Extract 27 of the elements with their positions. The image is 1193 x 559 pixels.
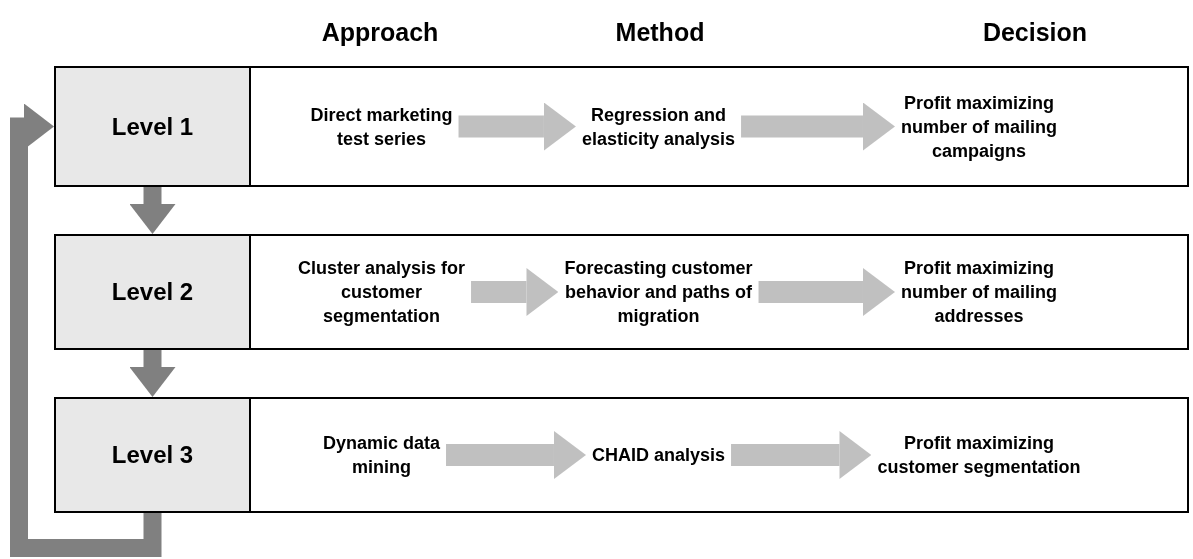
arrow <box>10 103 162 557</box>
step-text: Cluster analysis for customer segmentation <box>256 256 502 328</box>
step-text: Profit maximizing number of mailing campaigns <box>874 90 1182 163</box>
row-box <box>249 397 1189 513</box>
arrow <box>129 350 176 397</box>
arrow <box>458 102 576 151</box>
step-text: Profit maximizing customer segmentation <box>874 431 1182 479</box>
arrow <box>758 268 895 316</box>
step-text: Profit maximizing number of mailing addresses <box>874 256 1182 328</box>
step-text: Dynamic data mining <box>256 431 502 479</box>
level-box: Level 1 <box>54 66 251 187</box>
step-text: CHAID analysis <box>557 443 830 467</box>
column-header: Method <box>615 17 705 48</box>
step-text: Direct marketing test series <box>256 102 502 151</box>
row-box <box>249 66 1189 187</box>
step-text: Regression and elasticity analysis <box>557 102 830 151</box>
arrow <box>129 187 176 234</box>
arrow <box>731 431 872 479</box>
column-header: Decision <box>982 17 1088 48</box>
level-box: Level 2 <box>54 234 251 350</box>
arrow <box>741 102 895 151</box>
column-header: Approach <box>321 17 439 48</box>
arrow <box>471 268 559 316</box>
row-box <box>249 234 1189 350</box>
arrow <box>446 431 586 479</box>
step-text: Forecasting customer behavior and paths of migration <box>557 256 830 328</box>
level-box: Level 3 <box>54 397 251 513</box>
